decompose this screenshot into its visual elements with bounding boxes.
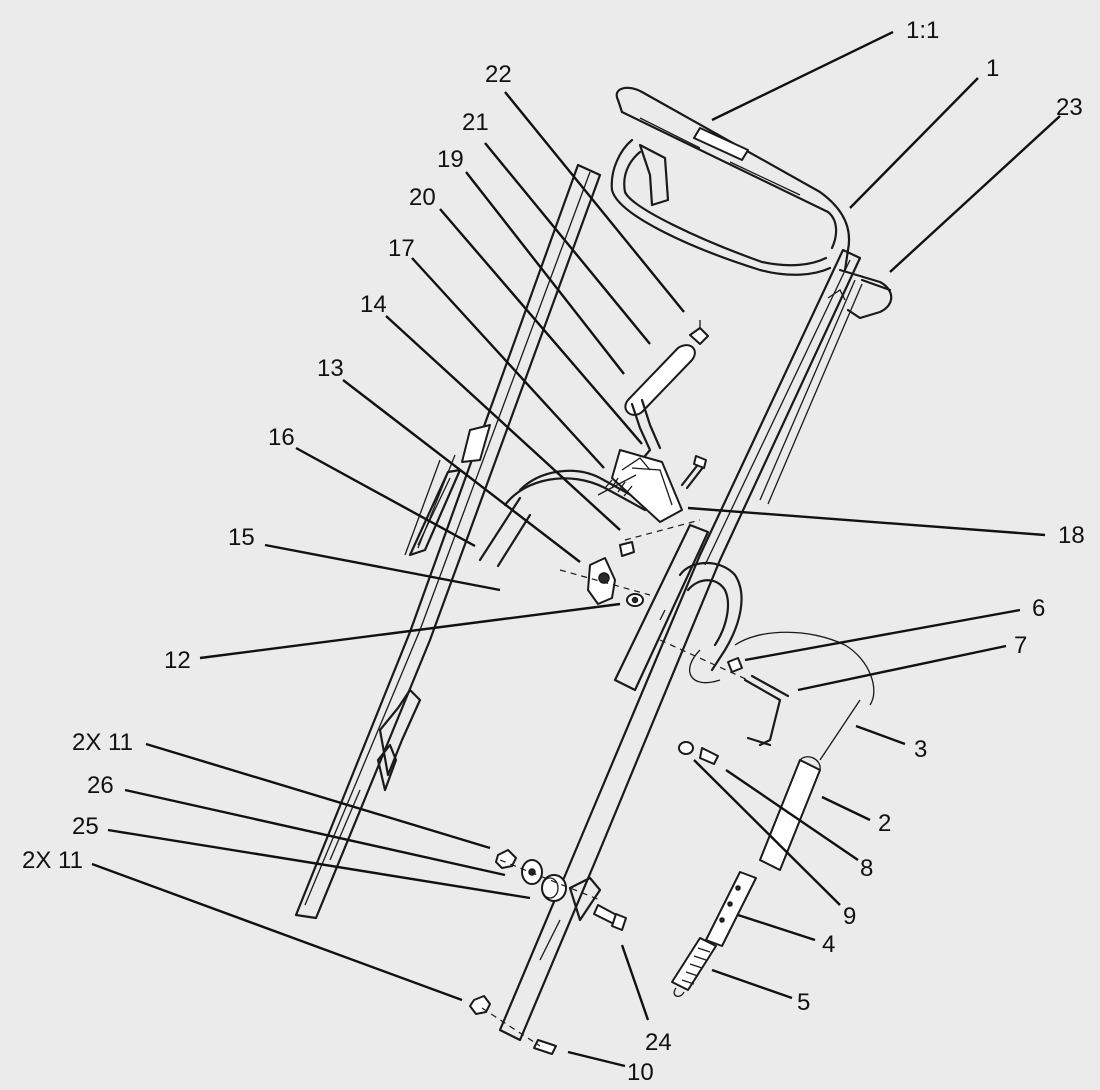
part-3-cable xyxy=(819,699,861,761)
callout-19: 19 xyxy=(437,146,464,173)
callout-21: 21 xyxy=(462,109,489,136)
callout-6: 6 xyxy=(1032,595,1045,622)
leader-1 xyxy=(849,77,979,209)
lower-right-bracket xyxy=(539,876,602,961)
dashed-axis-upper xyxy=(559,519,701,596)
leader-19 xyxy=(465,171,625,375)
callout-10: 10 xyxy=(627,1059,654,1086)
callout-2x11a: 2X 11 xyxy=(72,729,133,756)
center-crossbar xyxy=(478,469,647,568)
dashed-axis-lower xyxy=(481,859,601,1047)
callout-2: 2 xyxy=(878,810,891,837)
upper-handle-grip xyxy=(615,86,851,272)
control-rod xyxy=(759,279,863,505)
leader-12 xyxy=(199,602,621,660)
dashed-axis-crank xyxy=(659,639,749,681)
right-handle-tube xyxy=(498,248,862,1042)
part-12-washer xyxy=(626,593,644,607)
callout-20: 20 xyxy=(409,184,436,211)
leader-9 xyxy=(693,759,841,906)
part-4-adjuster-plate xyxy=(705,871,757,947)
leader-8 xyxy=(725,769,859,861)
callout-18: 18 xyxy=(1058,522,1085,549)
leader-22 xyxy=(504,91,685,313)
part-8-bolt xyxy=(699,747,719,765)
leader-26 xyxy=(124,788,506,877)
leader-5 xyxy=(711,968,793,1000)
left-lower-bracket xyxy=(376,688,422,792)
callout-2x11b: 2X 11 xyxy=(22,847,83,874)
leader-20 xyxy=(439,208,643,445)
callout-1: 1 xyxy=(986,55,999,82)
part-22-knob xyxy=(689,320,709,345)
part-5-extension-spring xyxy=(671,937,717,997)
callout-3: 3 xyxy=(914,736,927,763)
callout-1-1: 1:1 xyxy=(906,17,939,44)
leader-16 xyxy=(295,446,476,548)
leader-lines xyxy=(91,30,1061,1068)
leader-18 xyxy=(687,506,1046,537)
callout-17: 17 xyxy=(388,235,415,262)
part-18-bracket xyxy=(611,449,683,523)
callout-13: 13 xyxy=(317,355,344,382)
bail-wire xyxy=(610,138,832,276)
part-19-crank-lever xyxy=(630,398,662,464)
leader-2 xyxy=(821,795,871,822)
callout-9: 9 xyxy=(843,903,856,930)
part-10-bolt xyxy=(533,1039,557,1055)
leader-15 xyxy=(264,543,501,592)
leader-2x11b xyxy=(91,862,463,1002)
leader-13 xyxy=(342,379,581,563)
callout-25: 25 xyxy=(72,813,99,840)
leader-10 xyxy=(567,1050,626,1068)
callout-labels: 1:1 1 23 22 21 19 20 17 14 13 16 15 18 1… xyxy=(22,17,1085,1086)
callout-7: 7 xyxy=(1014,632,1027,659)
leader-23 xyxy=(889,115,1061,273)
part-17-spring xyxy=(597,474,637,497)
callout-12: 12 xyxy=(164,647,191,674)
part-9-washer xyxy=(678,741,694,755)
callout-24: 24 xyxy=(645,1029,672,1056)
callout-4: 4 xyxy=(822,931,835,958)
leader-3 xyxy=(855,724,906,746)
callout-15: 15 xyxy=(228,524,255,551)
leader-7 xyxy=(797,644,1007,692)
part-24-bolt xyxy=(593,904,627,931)
callout-26: 26 xyxy=(87,772,114,799)
callout-23: 23 xyxy=(1056,94,1083,121)
part-11-nut-upper xyxy=(495,849,517,869)
callout-8: 8 xyxy=(860,855,873,882)
callout-16: 16 xyxy=(268,424,295,451)
part-21-adjuster-sleeve xyxy=(624,344,696,416)
part-26-spacer xyxy=(521,859,543,885)
leader-4 xyxy=(737,913,816,942)
callout-22: 22 xyxy=(485,61,512,88)
leader-2x11a xyxy=(145,742,491,850)
leader-14 xyxy=(385,315,621,531)
part-7-crank xyxy=(743,674,790,747)
part-23-grip-bracket xyxy=(838,268,893,320)
lower-elbow-tube xyxy=(613,523,743,692)
leader-25 xyxy=(107,828,531,900)
callout-5: 5 xyxy=(797,989,810,1016)
callout-14: 14 xyxy=(360,291,387,318)
leader-1-1 xyxy=(711,30,894,122)
part-13-clamp-block xyxy=(587,557,616,605)
leader-6 xyxy=(744,608,1021,662)
part-25-spacer xyxy=(541,874,567,902)
leader-21 xyxy=(484,142,651,345)
leader-17 xyxy=(411,257,605,469)
bolt-near-18 xyxy=(680,455,707,490)
part-6-bushing xyxy=(727,657,743,673)
leader-24 xyxy=(620,944,650,1021)
part-14-spacer xyxy=(619,541,635,557)
